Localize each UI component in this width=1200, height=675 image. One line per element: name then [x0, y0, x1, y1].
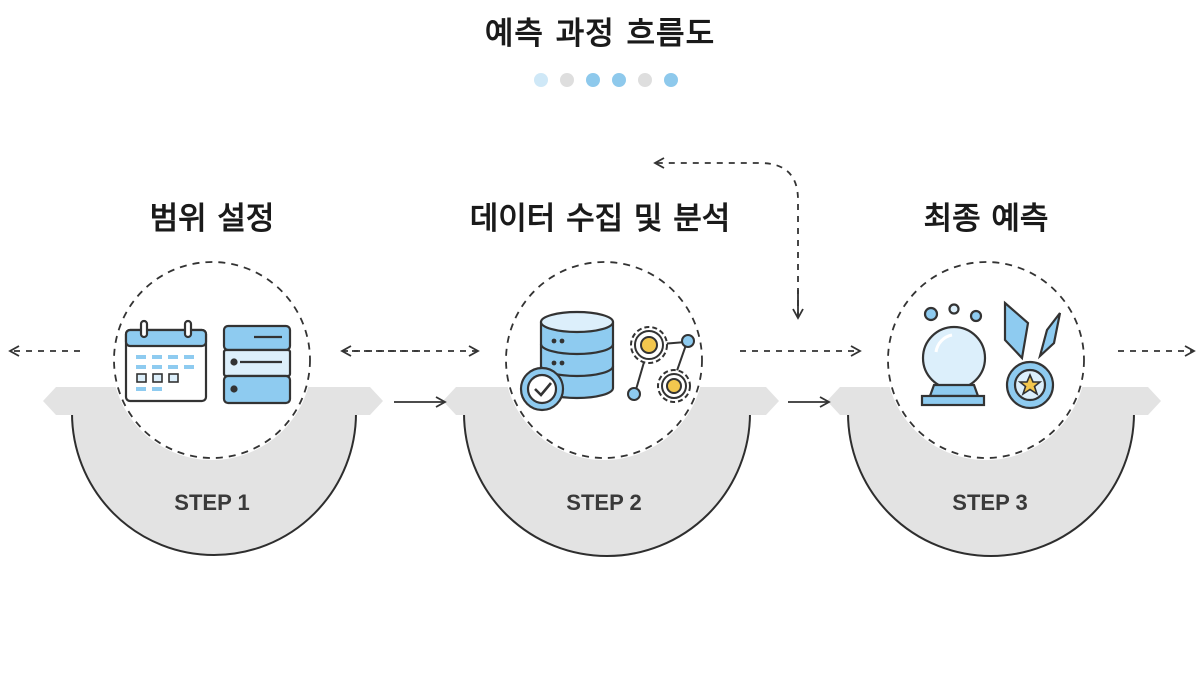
step-1-title: 범위 설정 — [149, 201, 275, 237]
progress-dot — [612, 73, 626, 87]
calendar-icon — [124, 319, 208, 403]
step-2-label: STEP 2 — [566, 490, 642, 515]
step-2-title: 데이터 수집 및 분석 — [469, 201, 731, 237]
step-1-shape — [43, 260, 383, 556]
medal-icon — [1003, 300, 1062, 410]
progress-dot — [534, 73, 548, 87]
progress-dot — [586, 73, 600, 87]
progress-dots — [534, 73, 678, 87]
crystal-ball-icon — [920, 303, 987, 407]
step-3-title: 최종 예측 — [923, 201, 1049, 237]
connectors — [8, 157, 1196, 408]
progress-dot — [664, 73, 678, 87]
feedback-loop-arrow — [653, 157, 799, 318]
step-3-label: STEP 3 — [952, 490, 1028, 515]
progress-dot — [638, 73, 652, 87]
database-check-icon — [519, 310, 615, 412]
server-icon — [222, 324, 292, 405]
progress-dot — [560, 73, 574, 87]
step-1-label: STEP 1 — [174, 490, 250, 515]
page-title: 예측 과정 흐름도 — [484, 16, 716, 52]
gears-network-icon — [627, 326, 695, 403]
